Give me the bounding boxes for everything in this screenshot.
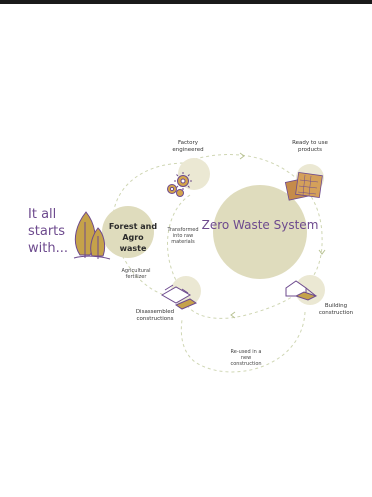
gears-icon [167,172,192,197]
house-icon [285,280,318,301]
agricultural-label: Agricultural fertilizer [121,268,151,280]
intro-text: It all starts with... [28,207,68,256]
center-circle [213,185,307,279]
factory-node-label: Factory engineered [172,140,204,153]
disassembled-node-label: Disassembled constructions [135,309,175,322]
arrowhead-bottom [230,311,236,319]
trees-icon [73,211,111,260]
panels-icon [284,171,323,201]
cycle-path-main [182,154,323,319]
arrowhead-right [318,249,326,255]
transformed-label: Transformed into raw materials [167,227,199,245]
building-node-label: Building construction [318,303,354,316]
cycle-path-bottom [180,311,306,373]
disassembled-icon [160,284,198,310]
center-title: Zero Waste System [201,218,319,232]
forest-node-label: Forest and Agro waste [108,222,158,253]
ready-node-label: Ready to use products [292,140,328,153]
forest-node-circle [102,206,154,258]
arrowhead-top [239,152,245,160]
top-bar [0,0,372,4]
reused-label: Re-used in a new construction [230,349,262,367]
